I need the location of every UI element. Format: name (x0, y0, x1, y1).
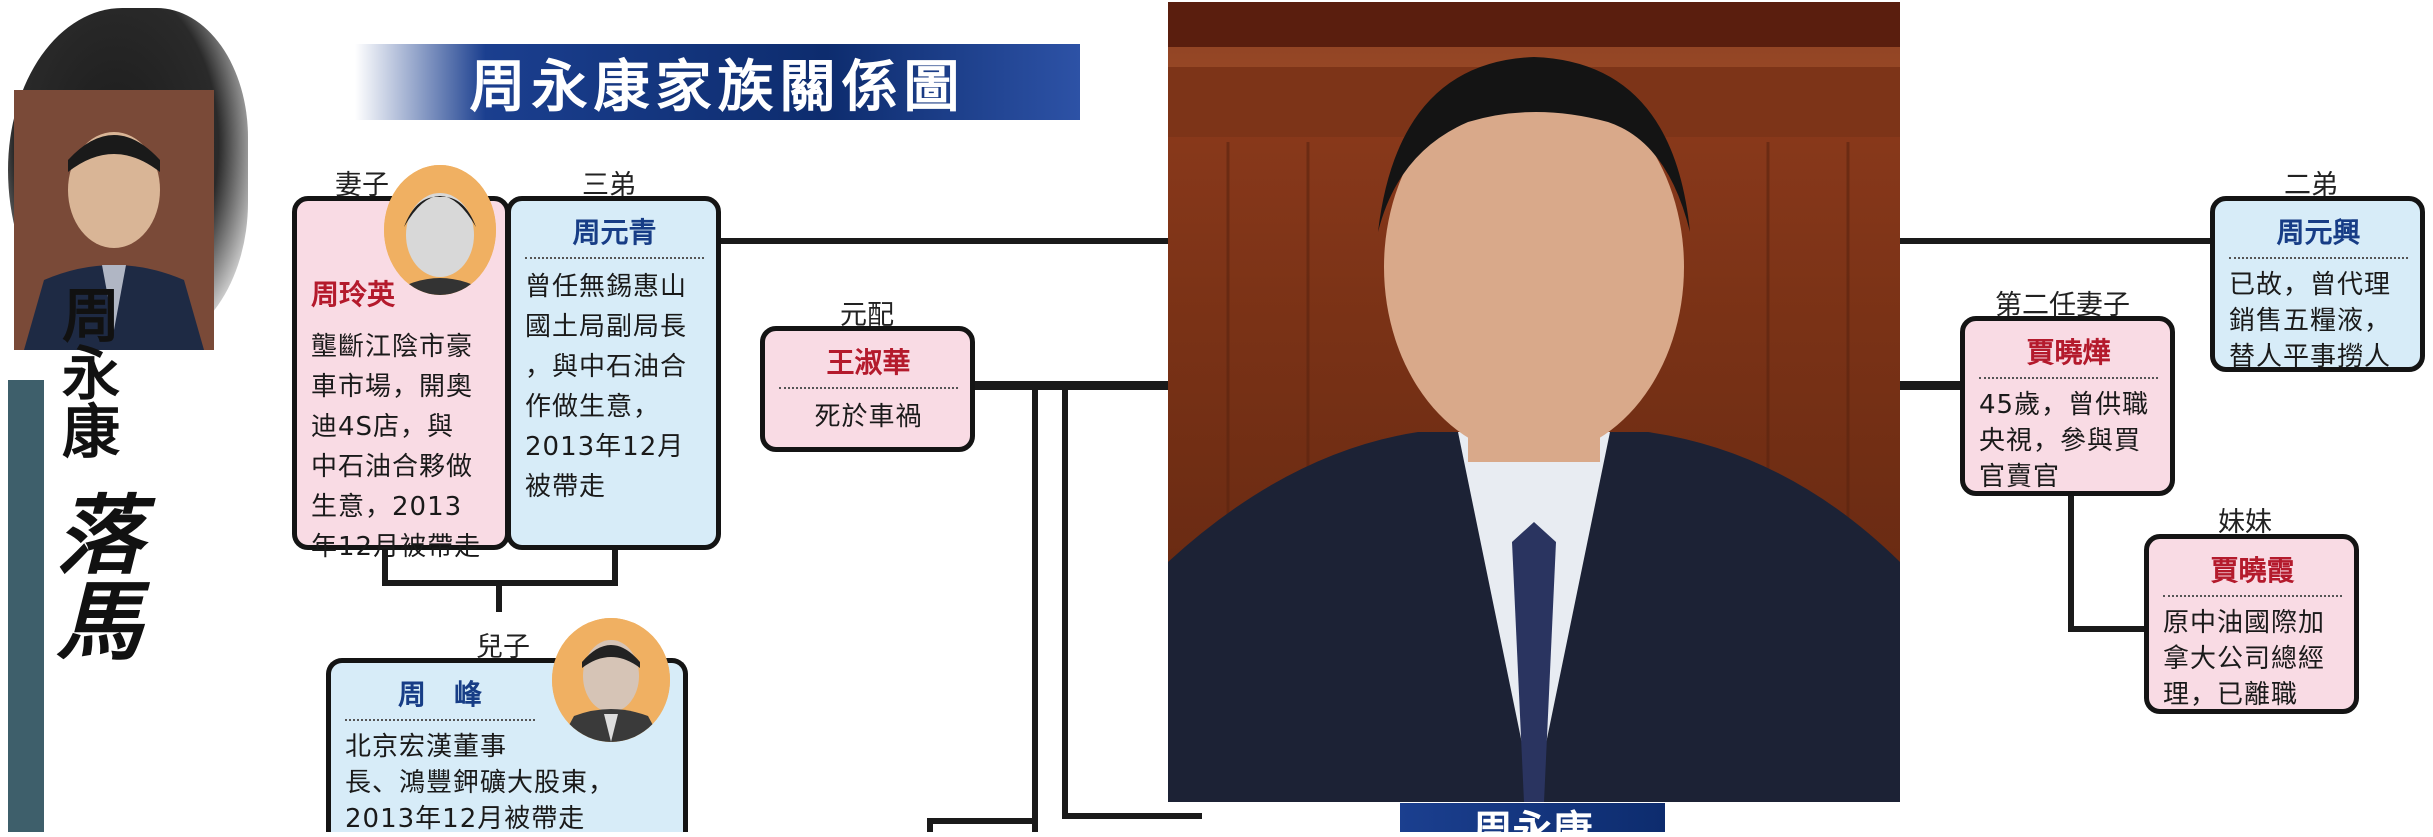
member-name: 王淑華 (779, 341, 958, 389)
relation-label: 兒子 (476, 632, 530, 663)
member-card-first-wife: 王淑華 死於車禍 (760, 326, 975, 452)
member-card-second-brother: 周元興 已故，曾代理 銷售五糧液， 替人平事撈人 (2210, 196, 2425, 372)
zhou-yongkang-photo (1168, 2, 1900, 802)
member-desc: 北京宏漢董事 長、鴻豐鉀礦大股東， 2013年12月被帶走 (345, 732, 616, 834)
member-desc: 原中油國際加 拿大公司總經 理，已離職 (2163, 608, 2326, 710)
relation-label: 妹妹 (2218, 507, 2272, 538)
connector-line (1062, 813, 1202, 819)
member-card-second-wife: 賈曉燁 45歲，曾供職 央視，參與買 官賣官 (1960, 316, 2175, 496)
connector-line (1062, 385, 1068, 818)
connector-line (496, 580, 502, 612)
connector-line (1032, 385, 1038, 832)
connector-line (1900, 238, 2212, 244)
relation-label: 第二任妻子 (1995, 290, 2130, 321)
connector-line (970, 381, 1168, 390)
page-title: 周永康家族關係圖 (469, 53, 966, 120)
connector-line (927, 818, 1037, 824)
member-name: 周玲英 (311, 278, 396, 311)
title-banner: 周永康家族關係圖 (355, 44, 1080, 120)
member-card-sister-in-law: 賈曉霞 原中油國際加 拿大公司總經 理，已離職 (2144, 534, 2359, 714)
member-desc: 死於車禍 (814, 402, 923, 432)
connector-line (382, 550, 388, 586)
member-name: 賈曉燁 (1979, 331, 2158, 379)
side-title-strip (8, 380, 44, 832)
member-name: 周元青 (525, 211, 704, 259)
member-card-third-brother: 周元青 曾任無錫惠山 國土局副局長 ，與中石油合 作做生意， 2013年12月 … (506, 196, 721, 550)
member-name: 周 峰 (345, 673, 535, 721)
connector-line (612, 550, 618, 586)
member-name: 賈曉霞 (2163, 549, 2342, 597)
member-desc: 曾任無錫惠山 國土局副局長 ，與中石油合 作做生意， 2013年12月 被帶走 (525, 272, 688, 502)
zhou-portrait-small (14, 90, 214, 350)
wife-photo (384, 165, 496, 295)
member-desc: 壟斷江陰市豪 車市場，開奧 迪4S店，與 中石油合夥做 生意，2013 年12月… (311, 332, 482, 562)
member-desc: 45歲，曾供職 央視，參與買 官賣官 (1979, 390, 2150, 492)
son-photo (552, 618, 670, 742)
member-desc: 已故，曾代理 銷售五糧液， 替人平事撈人 (2229, 270, 2392, 372)
connector-line (1900, 381, 1960, 390)
connector-line (712, 238, 1168, 244)
bottom-caption: 周永康 (1472, 807, 1593, 832)
relation-label: 妻子 (335, 170, 389, 201)
connector-line (2068, 495, 2074, 632)
relation-label: 元配 (840, 300, 894, 331)
connector-line (2068, 626, 2148, 632)
side-title-bottom: 落馬 (41, 490, 142, 662)
member-name: 周元興 (2229, 211, 2408, 259)
side-title-top: 周永康 (52, 285, 120, 459)
relation-label: 三弟 (582, 170, 636, 201)
bottom-caption-bar: 周永康 (1400, 803, 1665, 832)
connector-line (927, 818, 933, 832)
relation-label: 二弟 (2284, 170, 2338, 201)
